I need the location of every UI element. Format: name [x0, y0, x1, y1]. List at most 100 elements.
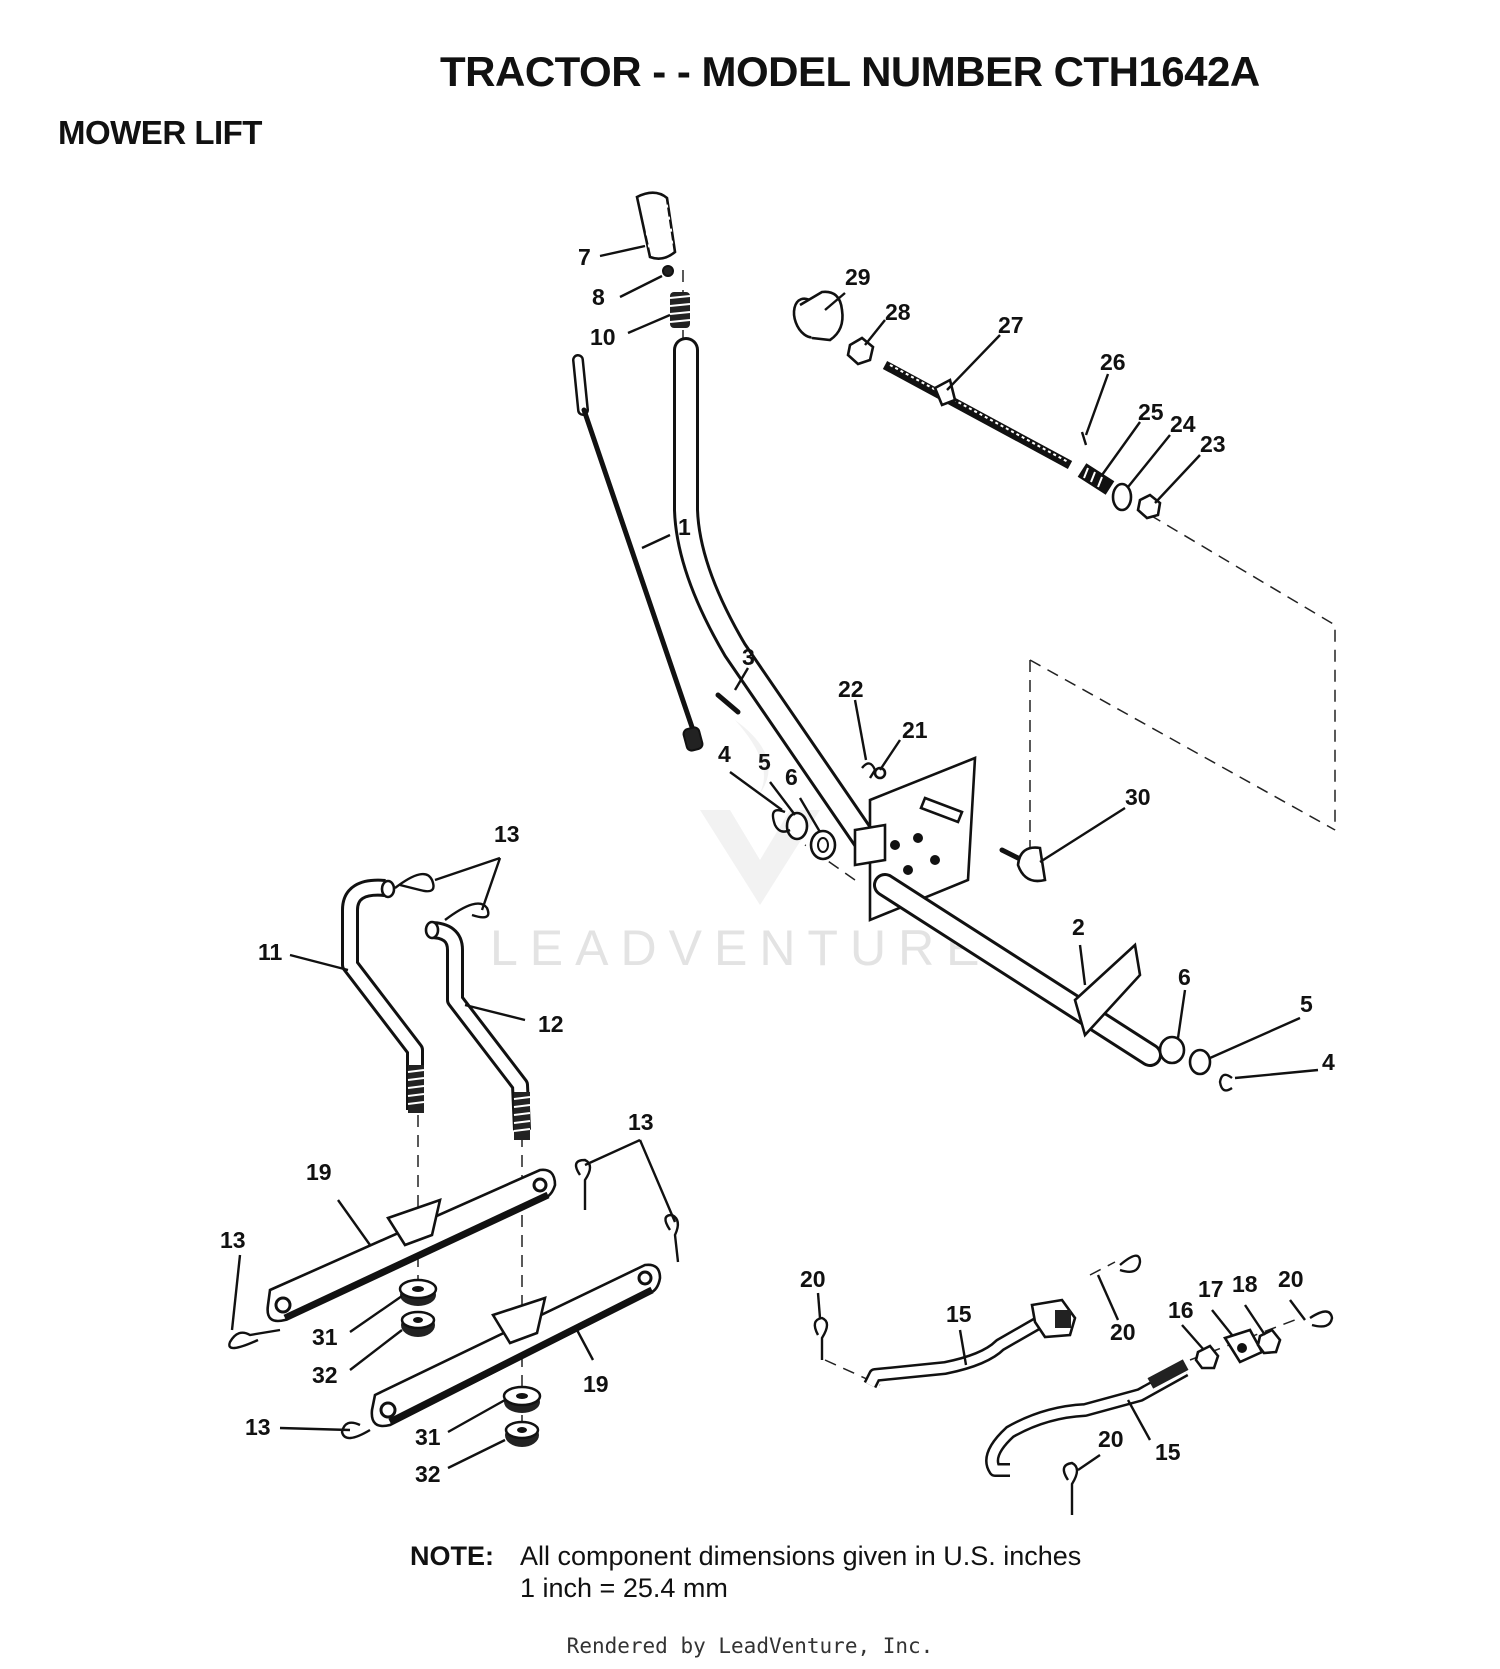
callout-4-left: 4	[718, 741, 731, 767]
callout-4-right: 4	[1322, 1049, 1335, 1075]
part-lift-link-11	[341, 878, 425, 1113]
callout-17: 17	[1198, 1276, 1224, 1302]
callout-6-left: 6	[785, 764, 798, 790]
callout-27: 27	[998, 312, 1024, 338]
part-spring-25	[1077, 463, 1115, 495]
part-nut-32a	[400, 1310, 436, 1337]
part-spring	[669, 292, 691, 328]
callout-10: 10	[590, 324, 616, 350]
part-clip-22	[861, 762, 877, 779]
note-line-2: 1 inch = 25.4 mm	[520, 1573, 728, 1603]
callout-11: 11	[258, 939, 283, 965]
callout-20-b: 20	[1110, 1319, 1136, 1345]
callout-15-lower: 15	[1155, 1439, 1181, 1465]
callout-20-d: 20	[1098, 1426, 1124, 1452]
callout-28: 28	[885, 299, 911, 325]
part-lift-arm-upper	[266, 1168, 557, 1323]
part-hairpin-13d	[664, 1213, 680, 1263]
callout-24: 24	[1170, 411, 1196, 437]
section-title: MOWER LIFT	[58, 114, 262, 151]
part-grommet-31a	[398, 1278, 438, 1306]
footer-credit: Rendered by LeadVenture, Inc.	[566, 1634, 934, 1658]
part-trunnion	[999, 846, 1047, 883]
callout-22: 22	[838, 676, 864, 702]
callout-12: 12	[538, 1011, 564, 1037]
callout-25: 25	[1138, 399, 1164, 425]
callout-7: 7	[578, 244, 591, 270]
part-retainer-left	[771, 809, 791, 833]
callout-20-a: 20	[800, 1266, 826, 1292]
callout-13-left: 13	[220, 1227, 246, 1253]
part-retainer-right	[1218, 1073, 1233, 1092]
callout-31-lower: 31	[415, 1424, 441, 1450]
callout-13-top: 13	[494, 821, 520, 847]
part-clip-20b	[1119, 1254, 1142, 1273]
part-hairpin-13e	[228, 1328, 281, 1350]
callout-2: 2	[1072, 914, 1085, 940]
callout-labels: 7 8 10 29 28 27 26 25 24 23 1 3 22 21 4 …	[220, 244, 1335, 1487]
part-lift-arm-lower	[370, 1263, 662, 1428]
part-lift-handle	[673, 337, 878, 853]
assembly-line-bracket	[1029, 659, 1336, 831]
part-grommet-31b	[502, 1385, 542, 1413]
callout-19-lower: 19	[583, 1371, 609, 1397]
part-clip-20a	[813, 1316, 829, 1360]
callout-21: 21	[902, 717, 928, 743]
dimension-note: NOTE:All component dimensions given in U…	[410, 1540, 1081, 1604]
part-nut-28	[846, 336, 875, 366]
part-cross-shaft	[873, 873, 1162, 1067]
callout-8: 8	[592, 284, 605, 310]
callout-5-left: 5	[758, 749, 771, 775]
part-nut-32b	[504, 1420, 540, 1447]
part-detent-ball	[662, 265, 674, 277]
part-washer-24	[1111, 482, 1133, 512]
assembly-line-adjuster	[1149, 514, 1336, 830]
callout-1: 1	[678, 514, 691, 540]
part-bushing-right	[1158, 1035, 1186, 1065]
note-line-1: All component dimensions given in U.S. i…	[520, 1541, 1082, 1571]
callout-32-lower: 32	[415, 1461, 441, 1487]
part-hairpin-13f	[340, 1421, 371, 1440]
part-washer-right	[1188, 1048, 1212, 1076]
part-hairpin-13c	[574, 1158, 592, 1210]
page-title: TRACTOR - - MODEL NUMBER CTH1642A	[440, 48, 1260, 95]
callout-32-upper: 32	[312, 1362, 338, 1388]
callout-29: 29	[845, 264, 871, 290]
callout-5-right: 5	[1300, 991, 1313, 1017]
part-lift-rod	[572, 354, 704, 752]
part-hairpin-13a	[394, 872, 435, 893]
part-grip	[635, 191, 677, 260]
part-lift-link-12	[424, 920, 531, 1140]
part-rod-15-lower	[985, 1359, 1189, 1477]
watermark-text: LEADVENTURE	[490, 920, 992, 976]
callout-3: 3	[742, 644, 755, 670]
part-rod-15-upper	[863, 1298, 1077, 1389]
callout-13-bottom: 13	[245, 1414, 271, 1440]
callout-31-upper: 31	[312, 1324, 338, 1350]
callout-18: 18	[1232, 1271, 1258, 1297]
callout-13-mid: 13	[628, 1109, 654, 1135]
callout-6-right: 6	[1178, 964, 1191, 990]
part-nut-18	[1256, 1328, 1282, 1355]
assembly-line-clip	[1089, 1261, 1116, 1276]
callout-30: 30	[1125, 784, 1151, 810]
part-nut-23	[1136, 493, 1162, 520]
part-washer-left	[785, 811, 809, 841]
part-clip-20d	[1062, 1461, 1079, 1515]
part-pin-26	[1080, 431, 1088, 446]
part-clip-20c	[1309, 1310, 1334, 1328]
callout-23: 23	[1200, 431, 1226, 457]
callout-20-c: 20	[1278, 1266, 1304, 1292]
part-adjuster-rod	[882, 361, 1073, 469]
callout-16: 16	[1168, 1297, 1194, 1323]
part-bushing-left	[809, 829, 837, 861]
callout-leaders	[230, 244, 1319, 1471]
part-hairpin-13b	[444, 902, 490, 921]
callout-15-upper: 15	[946, 1301, 972, 1327]
part-washer-16	[1194, 1344, 1220, 1370]
callout-19-upper: 19	[306, 1159, 332, 1185]
callout-26: 26	[1100, 349, 1126, 375]
part-knob	[792, 290, 844, 342]
part-pin	[715, 692, 741, 715]
